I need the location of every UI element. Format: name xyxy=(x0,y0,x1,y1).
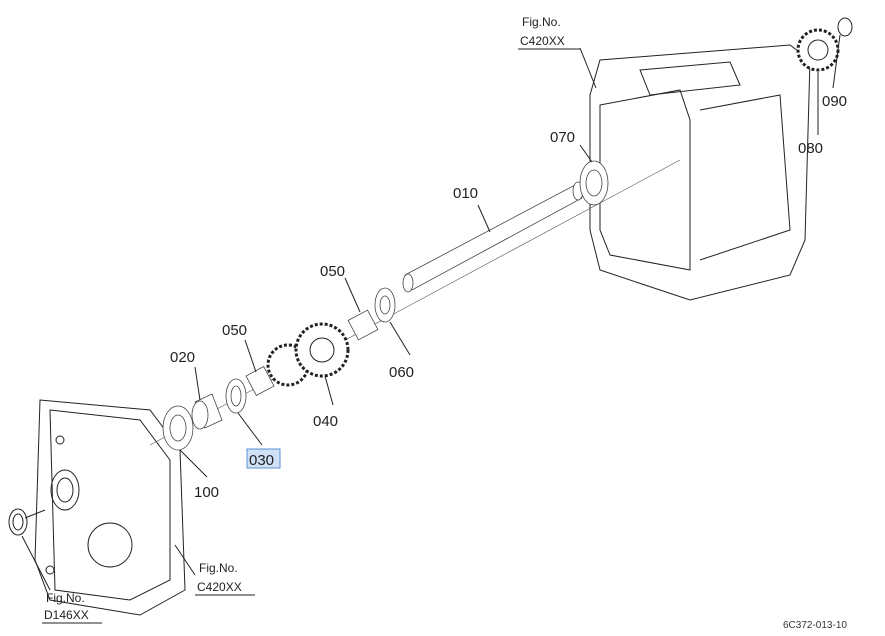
fig-ref-code[interactable]: C420XX xyxy=(520,34,565,48)
transmission-case-right xyxy=(589,44,811,301)
selected-part-highlight xyxy=(246,448,281,469)
snap-ring-090[interactable] xyxy=(837,17,853,37)
gear-040[interactable] xyxy=(266,322,350,387)
part-label-050-lower[interactable]: 050 xyxy=(222,322,247,339)
part-label-090[interactable]: 090 xyxy=(822,93,847,110)
part-label-100[interactable]: 100 xyxy=(194,484,219,501)
needle-bearing-050-lower[interactable] xyxy=(245,366,275,396)
part-label-030[interactable]: 030 xyxy=(249,452,274,469)
part-label-050-upper[interactable]: 050 xyxy=(320,263,345,280)
fig-ref-code[interactable]: D146XX xyxy=(44,608,89,622)
part-label-010[interactable]: 010 xyxy=(453,185,478,202)
fig-ref-label: Fig.No. xyxy=(199,561,238,575)
washer-060[interactable] xyxy=(374,287,396,323)
drawing-code: 6C372-013-10 xyxy=(783,620,847,631)
part-label-020[interactable]: 020 xyxy=(170,349,195,366)
fig-ref-label: Fig.No. xyxy=(46,591,85,605)
fig-ref-bottom-left[interactable]: Fig.No. D146XX xyxy=(42,591,102,624)
part-label-070[interactable]: 070 xyxy=(550,129,575,146)
oil-seal xyxy=(8,508,46,536)
leader-lines xyxy=(21,34,841,591)
washer-030[interactable] xyxy=(225,378,247,414)
fig-ref-top-right[interactable]: Fig.No. C420XX xyxy=(518,15,580,50)
gear-080[interactable] xyxy=(796,28,840,72)
fig-ref-code[interactable]: C420XX xyxy=(197,580,242,594)
bearing-100[interactable] xyxy=(162,405,194,451)
fig-ref-bottom-mid[interactable]: Fig.No. C420XX xyxy=(195,561,255,596)
part-label-040[interactable]: 040 xyxy=(313,413,338,430)
collar-020[interactable] xyxy=(191,393,223,430)
shaft-010[interactable] xyxy=(402,181,584,293)
part-label-080[interactable]: 080 xyxy=(798,140,823,157)
part-label-060[interactable]: 060 xyxy=(389,364,414,381)
transmission-case-left xyxy=(34,399,186,616)
needle-bearing-050-upper[interactable] xyxy=(347,309,379,341)
bearing-070[interactable] xyxy=(579,160,609,206)
fig-ref-label: Fig.No. xyxy=(522,15,561,29)
